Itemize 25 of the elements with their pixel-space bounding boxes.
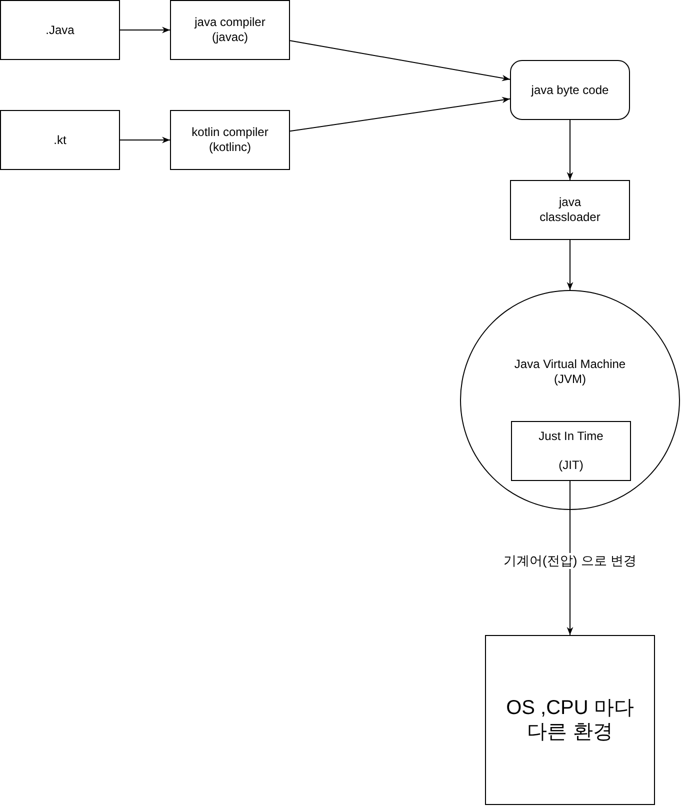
arrow <box>566 120 574 180</box>
rounded-box <box>510 60 630 120</box>
node-label: kotlin compiler (kotlinc) <box>190 125 270 155</box>
node-label: Java Virtual Machine (JVM) <box>513 357 627 387</box>
node-label: java compiler (javac) <box>193 15 266 45</box>
process-box <box>510 180 630 240</box>
arrow <box>120 136 170 144</box>
arrow <box>120 26 170 34</box>
node-label: .Java <box>44 22 76 38</box>
node-label: java classloader <box>538 195 602 225</box>
process-box <box>485 635 655 805</box>
process-box <box>170 110 290 170</box>
process-box <box>170 0 290 60</box>
arrow <box>290 96 510 132</box>
arrow <box>566 480 574 636</box>
node-label: java byte code <box>530 82 610 98</box>
arrow <box>290 40 510 82</box>
node-label: Just In Time <box>538 429 604 444</box>
process-box <box>511 421 631 481</box>
node-label: OS ,CPU 마다 다른 환경 <box>505 696 635 744</box>
process-box <box>0 0 120 60</box>
node-label: .kt <box>52 132 68 148</box>
process-box <box>0 110 120 170</box>
node-label: (JIT) <box>558 458 584 473</box>
arrow <box>566 240 574 290</box>
